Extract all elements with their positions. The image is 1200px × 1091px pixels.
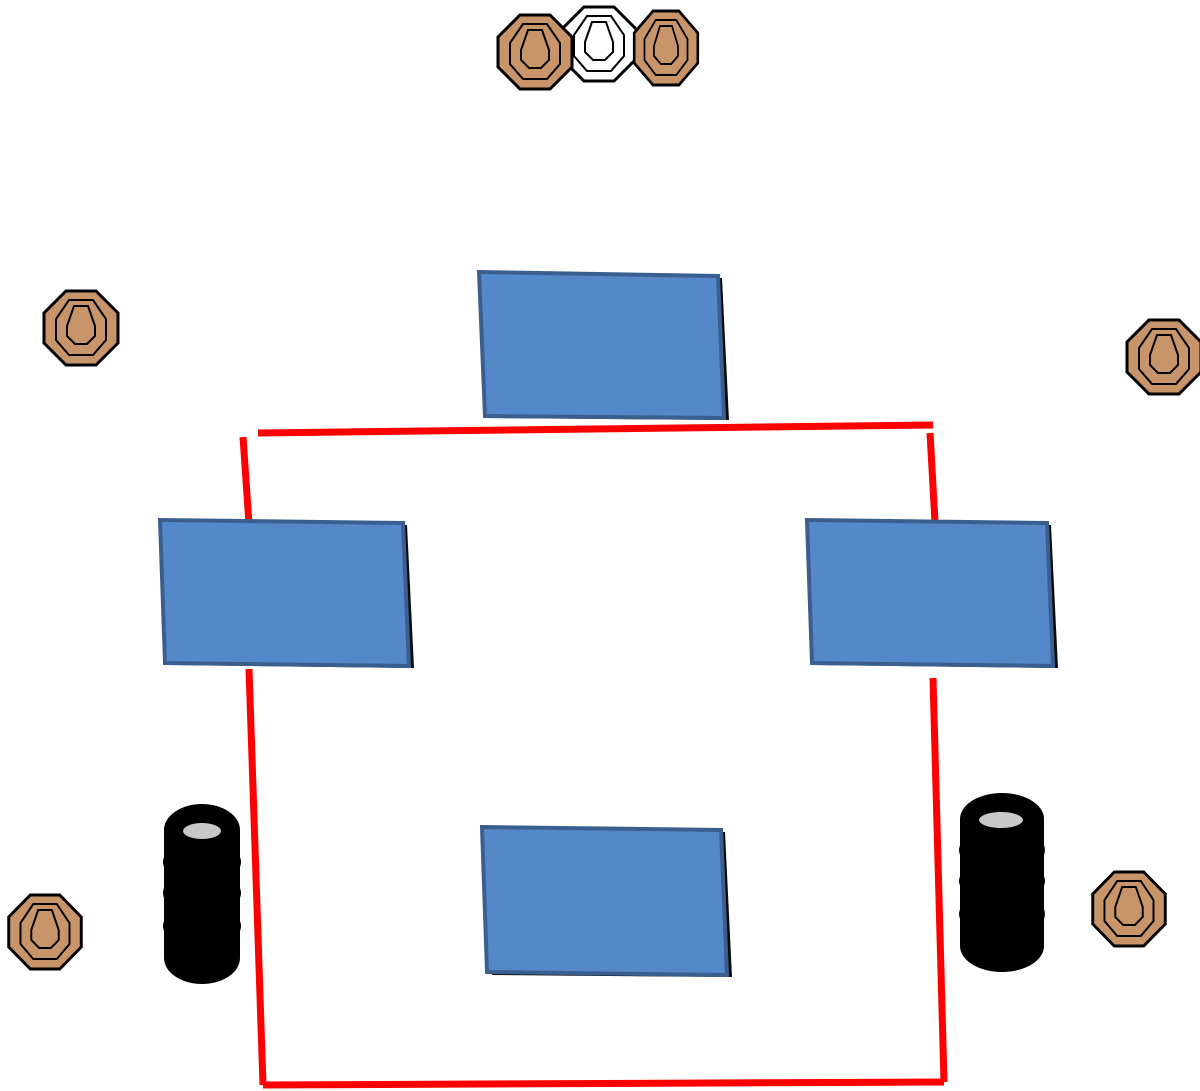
fault-line-bottom [262,1078,945,1089]
fault-line-right-lower [929,677,948,1083]
shoot-target-top-right [632,9,700,87]
tire-hole [979,812,1023,828]
tire-stack-left [163,804,241,984]
shoot-target-upper-left [42,289,120,367]
shoot-target-lower-right [1091,870,1167,948]
barricade-right [804,517,1058,669]
tire-stack-right [959,793,1045,972]
fault-line-right-upper [926,432,939,523]
shoot-target-upper-right [1125,318,1200,396]
barricade-left [157,517,414,669]
shoot-target-top-left [496,13,574,91]
fault-line-left-lower [245,668,267,1086]
fault-line-group [239,421,948,1089]
barricade-bottom [479,824,732,978]
fault-line-top [257,421,934,437]
shoot-target-lower-left [7,893,83,971]
tire-hole [183,823,221,839]
fault-line-left-upper [239,436,253,525]
barricade-top [476,269,729,421]
